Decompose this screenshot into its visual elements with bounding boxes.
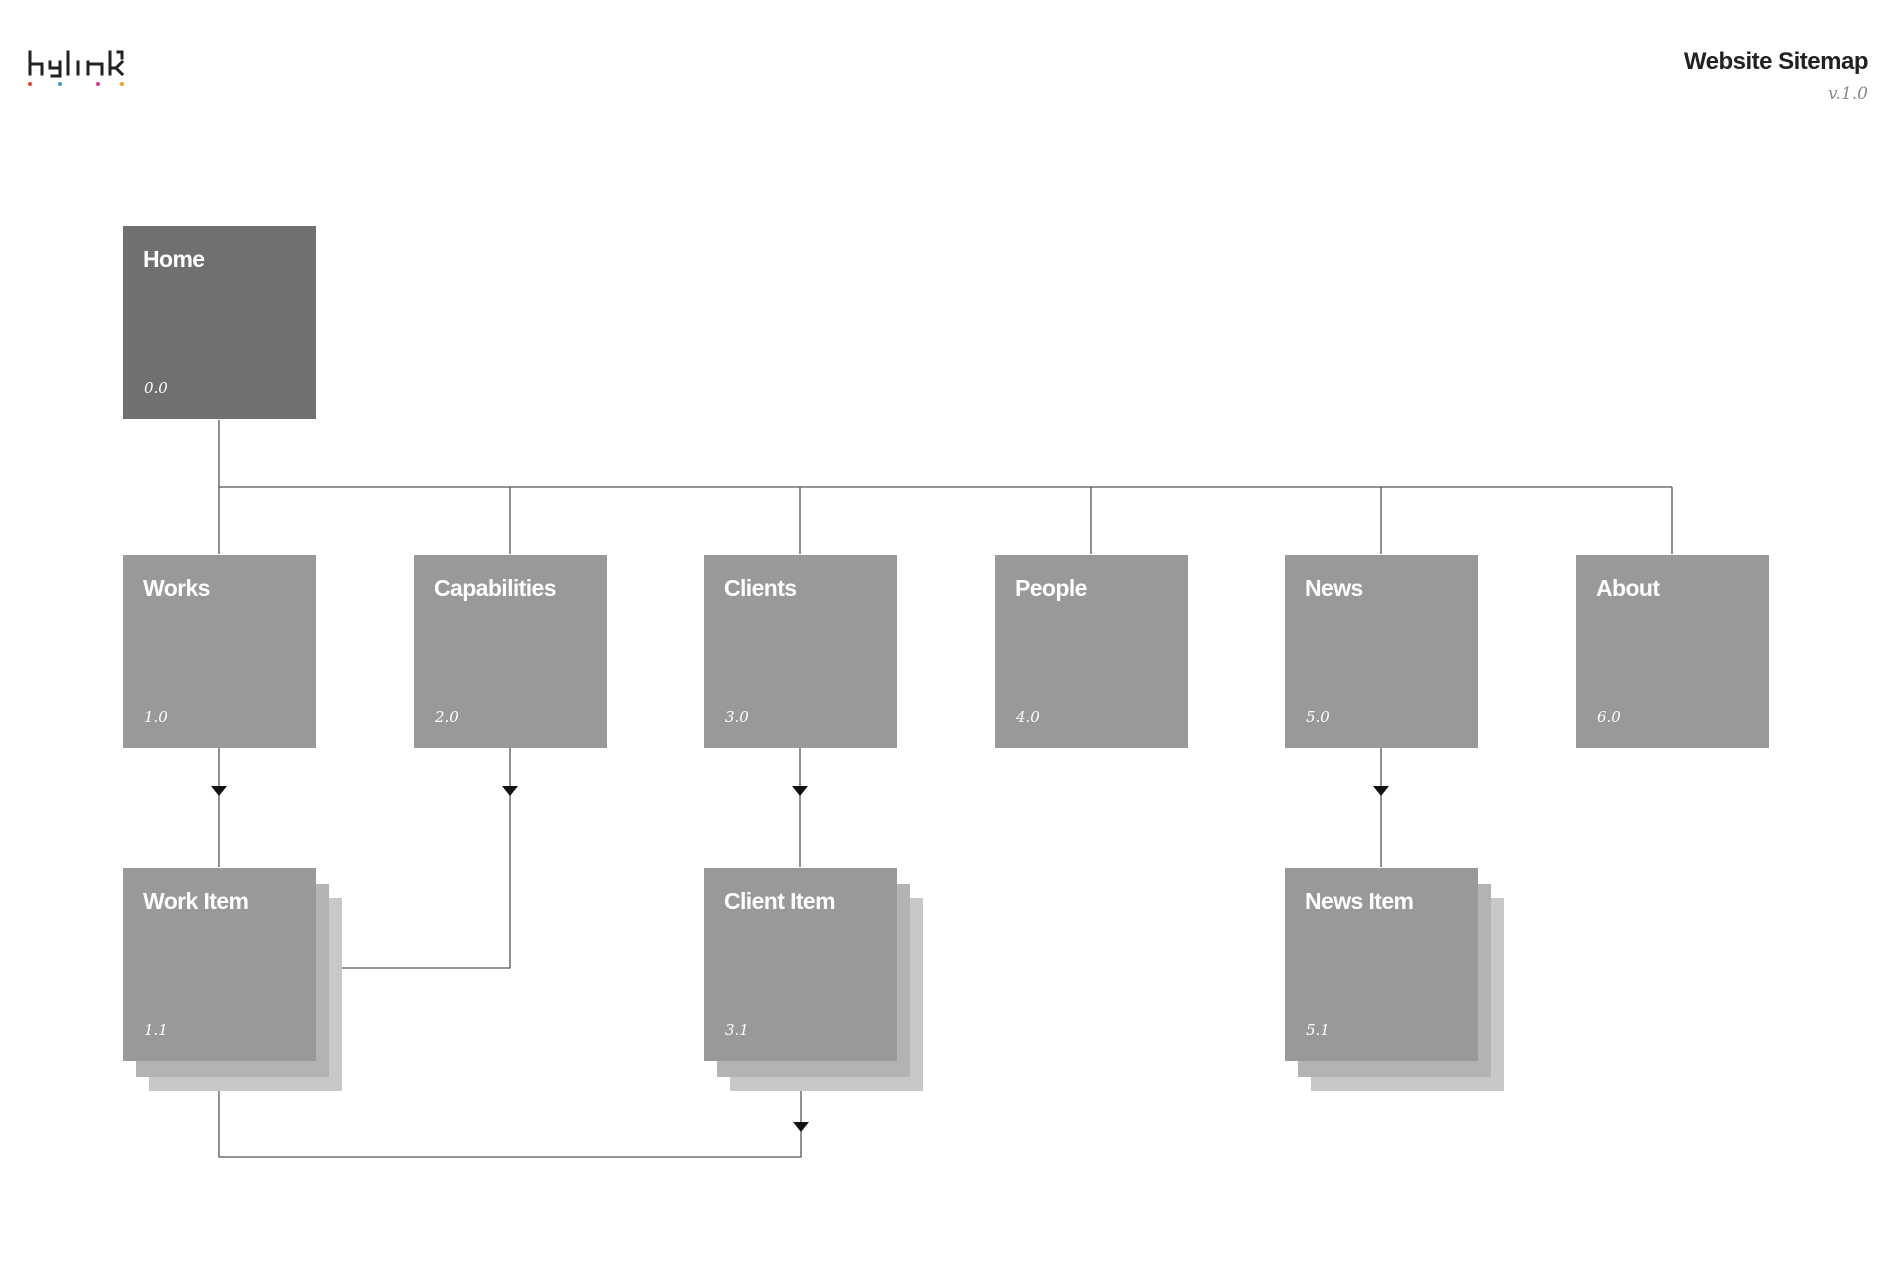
node-news-number: 5.0: [1306, 708, 1330, 726]
sitemap-title: Website Sitemap: [1683, 48, 1869, 75]
node-work-item-number: 1.1: [144, 1021, 168, 1039]
hylink-logo: hylink: [28, 50, 125, 86]
node-people-number: 4.0: [1016, 708, 1040, 726]
logo-dot-pink: [96, 82, 100, 86]
arrow-workitem-clientitem: [793, 1122, 809, 1132]
node-news-label: News: [1305, 575, 1363, 601]
document-header: Website Sitemap v.1.0: [1683, 48, 1869, 104]
node-works[interactable]: Works 1.0: [123, 555, 316, 748]
arrow-capabilities: [502, 786, 518, 796]
arrow-clients: [792, 786, 808, 796]
version-label: v.1.0: [1827, 84, 1868, 104]
arrow-news: [1373, 786, 1389, 796]
node-people[interactable]: People 4.0: [995, 555, 1188, 748]
node-people-label: People: [1015, 575, 1087, 601]
node-client-item-number: 3.1: [725, 1021, 749, 1039]
node-home-label: Home: [143, 246, 205, 272]
node-about-label: About: [1596, 575, 1660, 601]
node-news-item-label: News Item: [1305, 888, 1414, 914]
node-about[interactable]: About 6.0: [1576, 555, 1769, 748]
node-clients[interactable]: Clients 3.0: [704, 555, 897, 748]
node-works-number: 1.0: [144, 708, 168, 726]
logo-dot-orange: [120, 82, 124, 86]
node-clients-label: Clients: [724, 575, 797, 601]
node-capabilities-number: 2.0: [435, 708, 459, 726]
logo-dot-blue: [58, 82, 62, 86]
node-about-number: 6.0: [1597, 708, 1621, 726]
node-capabilities[interactable]: Capabilities 2.0: [414, 555, 607, 748]
node-news[interactable]: News 5.0: [1285, 555, 1478, 748]
node-home-number: 0.0: [144, 379, 168, 397]
line-workitem-clientitem: [218, 1091, 802, 1158]
node-home[interactable]: Home 0.0: [123, 226, 316, 419]
node-news-item[interactable]: News Item 5.1: [1285, 868, 1478, 1061]
logo-dot-red: [28, 82, 32, 86]
node-capabilities-label: Capabilities: [434, 575, 557, 601]
node-work-item[interactable]: Work Item 1.1: [123, 868, 316, 1061]
arrow-works: [211, 786, 227, 796]
line-capabilities-workitem: [342, 747, 511, 969]
node-work-item-label: Work Item: [143, 888, 249, 914]
node-works-label: Works: [143, 575, 210, 601]
node-clients-number: 3.0: [725, 708, 749, 726]
node-news-item-number: 5.1: [1306, 1021, 1330, 1039]
node-client-item-label: Client Item: [724, 888, 836, 914]
node-client-item[interactable]: Client Item 3.1: [704, 868, 897, 1061]
